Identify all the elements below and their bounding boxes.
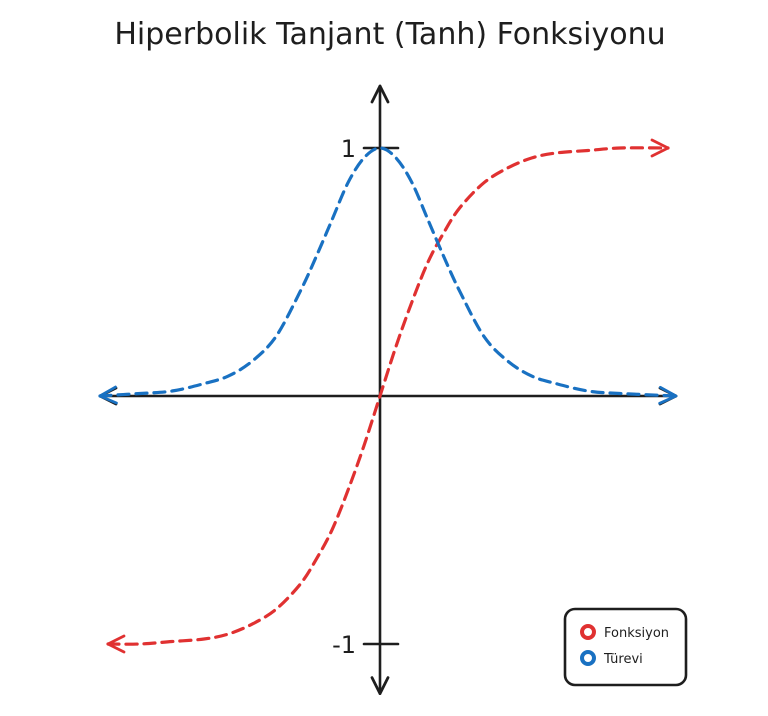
series-line bbox=[106, 146, 670, 646]
y-tick-label: -1 bbox=[332, 631, 356, 659]
y-axis-arrow-up bbox=[370, 84, 390, 104]
chart-title: Hiperbolik Tanjant (Tanh) Fonksiyonu bbox=[114, 17, 665, 52]
y-axis-arrow-down bbox=[370, 676, 390, 695]
legend-label: Türevi bbox=[603, 652, 643, 667]
series-arrow-start bbox=[106, 634, 126, 654]
series-arrow-start bbox=[98, 385, 118, 405]
legend-box bbox=[563, 607, 688, 687]
legend-item: Türevi bbox=[580, 650, 643, 667]
legend-item: Fonksiyon bbox=[580, 624, 669, 641]
y-tick-label: 1 bbox=[341, 135, 356, 163]
series-layer bbox=[98, 138, 678, 654]
legend-marker bbox=[580, 650, 596, 666]
axes: 1 -1 bbox=[98, 84, 678, 695]
legend-label: Fonksiyon bbox=[604, 626, 669, 641]
series-arrow-end bbox=[650, 138, 670, 158]
series-line bbox=[98, 146, 678, 398]
series-1 bbox=[98, 146, 678, 405]
series-arrow-end bbox=[658, 385, 678, 405]
series-0 bbox=[106, 138, 670, 654]
legend-marker bbox=[580, 624, 596, 640]
